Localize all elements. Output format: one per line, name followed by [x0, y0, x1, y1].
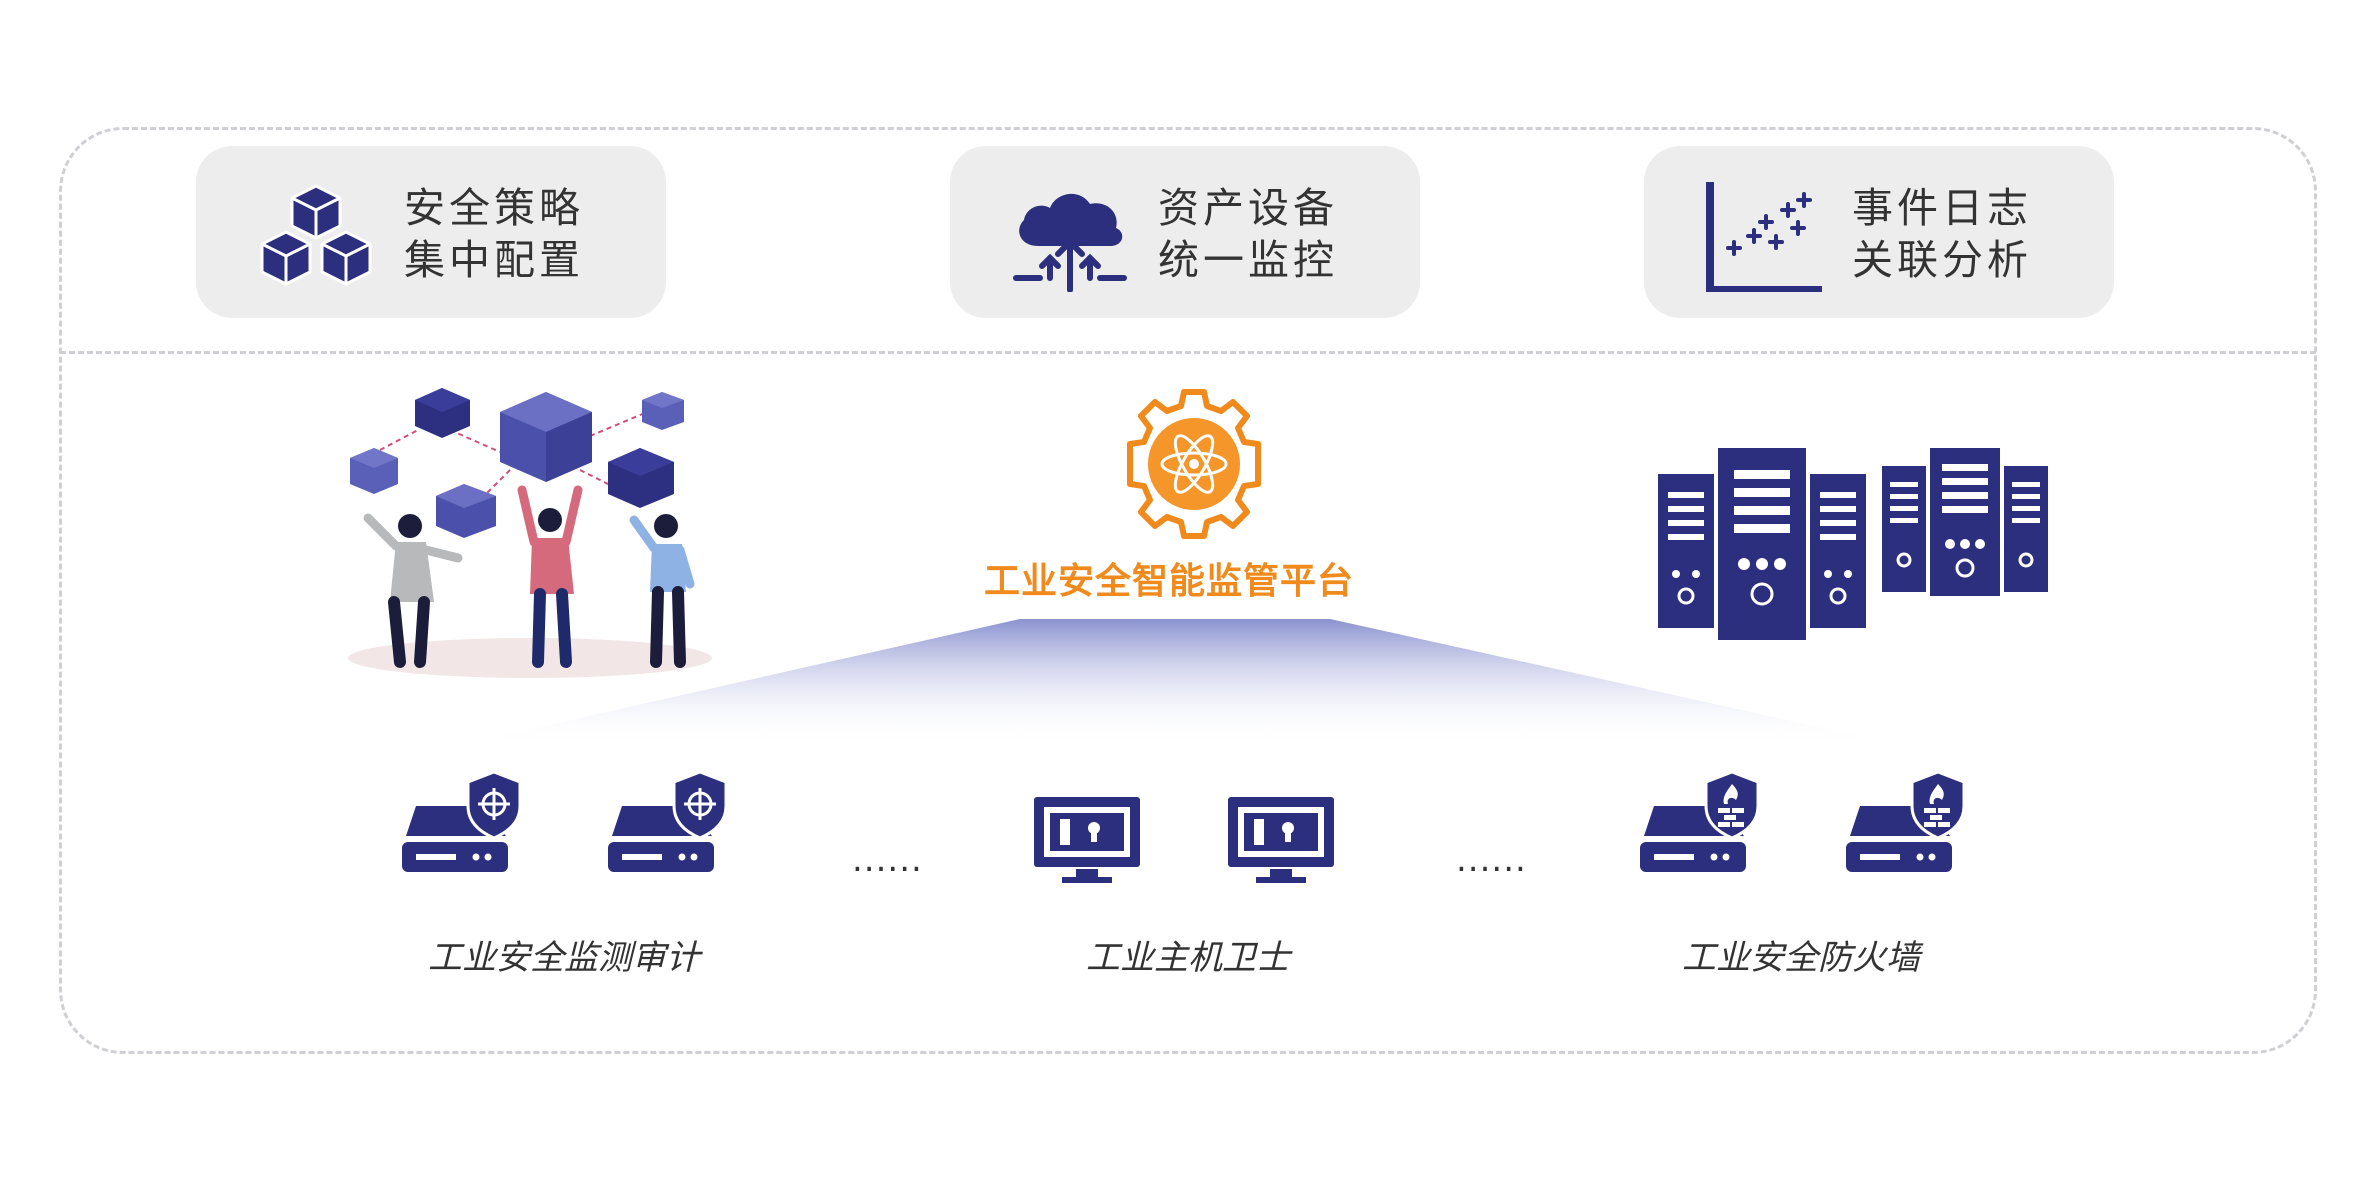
card-event-log: 事件日志 关联分析	[1644, 146, 2114, 318]
card-asset-monitor: 资产设备 统一监控	[950, 146, 1420, 318]
people-cubes-illustration	[348, 388, 712, 678]
device-label-audit: 工业安全监测审计	[428, 938, 700, 978]
server-target-shield-icon	[402, 770, 522, 872]
cubes-icon	[260, 184, 372, 286]
platform-spread-gradient	[460, 619, 1900, 745]
card-line1: 事件日志	[1852, 184, 2032, 232]
gear-atom-icon	[1127, 389, 1261, 539]
separator-dots: ......	[852, 840, 923, 880]
server-rack-illustration	[1658, 448, 2048, 640]
card-line1: 安全策略	[404, 184, 584, 232]
server-firewall-shield-icon	[1640, 770, 1760, 872]
card-line1: 资产设备	[1158, 184, 1338, 232]
separator-dots: ......	[1456, 840, 1527, 880]
monitor-lock-icon	[1228, 797, 1334, 883]
card-text: 资产设备 统一监控	[1158, 182, 1338, 286]
server-target-shield-icon	[608, 770, 728, 872]
card-line2: 统一监控	[1158, 236, 1338, 284]
platform-label: 工业安全智能监管平台	[984, 561, 1355, 602]
server-firewall-shield-icon	[1846, 770, 1966, 872]
monitor-lock-icon	[1034, 797, 1140, 883]
device-label-host-guard: 工业主机卫士	[1086, 938, 1290, 978]
card-line2: 集中配置	[404, 236, 584, 284]
outer-dashed-frame	[59, 127, 2317, 1054]
card-line2: 关联分析	[1852, 236, 2032, 284]
card-text: 安全策略 集中配置	[404, 182, 584, 286]
card-text: 事件日志 关联分析	[1852, 182, 2032, 286]
scatter-chart-icon	[1706, 182, 1822, 292]
cloud-upload-icon	[1013, 193, 1127, 292]
card-policy-config: 安全策略 集中配置	[196, 146, 666, 318]
device-label-firewall: 工业安全防火墙	[1682, 938, 1920, 978]
dashed-divider	[60, 351, 2316, 354]
